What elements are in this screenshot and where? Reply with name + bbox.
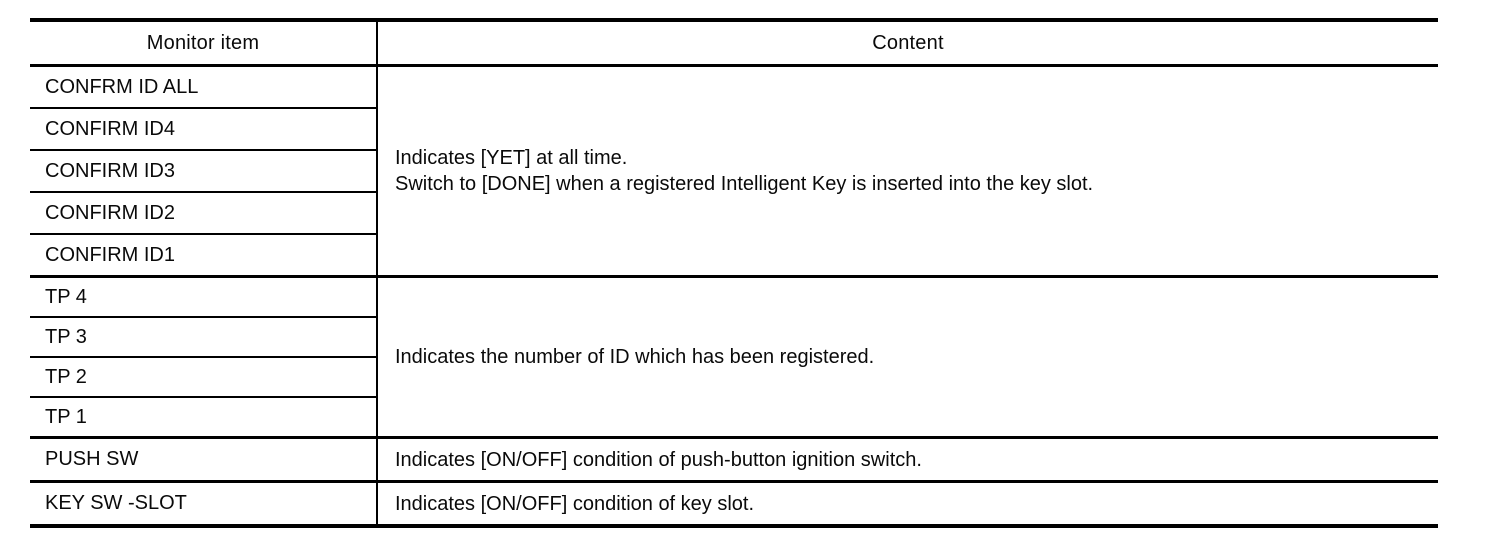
table-row: CONFIRM ID3 [30, 150, 1438, 193]
monitor-item-tp4: TP 4 [30, 276, 378, 318]
content-cell-confirm-group: Indicates [YET] at all time. Switch to [… [377, 65, 1438, 278]
content-line: Indicates [ON/OFF] condition of push-but… [395, 448, 922, 471]
content-cell-push-sw: Indicates [ON/OFF] condition of push-but… [377, 437, 1438, 483]
table-row: CONFIRM ID4 [30, 108, 1438, 151]
monitor-item-confirm-id1: CONFIRM ID1 [30, 234, 378, 278]
table-row: PUSH SW Indicates [ON/OFF] condition of … [30, 437, 1438, 483]
content-cell-tp-group: Indicates the number of ID which has bee… [377, 276, 1438, 439]
monitor-item-push-sw: PUSH SW [30, 437, 378, 483]
monitor-item-confirm-id2: CONFIRM ID2 [30, 192, 378, 235]
monitor-item-tp2: TP 2 [30, 357, 378, 398]
table-row: KEY SW -SLOT Indicates [ON/OFF] conditio… [30, 481, 1438, 528]
column-header-content: Content [377, 20, 1438, 67]
content-cell-key-sw-slot: Indicates [ON/OFF] condition of key slot… [377, 481, 1438, 528]
content-line: Indicates [ON/OFF] condition of key slot… [395, 492, 755, 515]
table-row: TP 2 [30, 357, 1438, 398]
table-row: CONFIRM ID1 [30, 234, 1438, 278]
monitor-item-confirm-id3: CONFIRM ID3 [30, 150, 378, 193]
table-row: CONFRM ID ALL Indicates [YET] at all tim… [30, 65, 1438, 278]
monitor-item-key-sw-slot: KEY SW -SLOT [30, 481, 378, 528]
monitor-item-confrm-id-all: CONFRM ID ALL [30, 65, 378, 109]
table-row: TP 3 [30, 317, 1438, 358]
content-line: Indicates the number of ID which has bee… [395, 346, 875, 368]
monitor-item-tp1: TP 1 [30, 397, 378, 439]
monitor-item-table: Monitor item Content CONFRM ID ALL Indic… [30, 18, 1438, 528]
content-line: Switch to [DONE] when a registered Intel… [395, 173, 1094, 195]
table-row: CONFIRM ID2 [30, 192, 1438, 235]
header-row: Monitor item Content [30, 20, 1438, 67]
column-header-monitor-item: Monitor item [30, 20, 378, 67]
monitor-item-table-container: Monitor item Content CONFRM ID ALL Indic… [30, 18, 1438, 528]
table-row: TP 1 [30, 397, 1438, 439]
table-row: TP 4 Indicates the number of ID which ha… [30, 276, 1438, 439]
content-line: Indicates [YET] at all time. [395, 147, 628, 169]
monitor-item-tp3: TP 3 [30, 317, 378, 358]
monitor-item-confirm-id4: CONFIRM ID4 [30, 108, 378, 151]
